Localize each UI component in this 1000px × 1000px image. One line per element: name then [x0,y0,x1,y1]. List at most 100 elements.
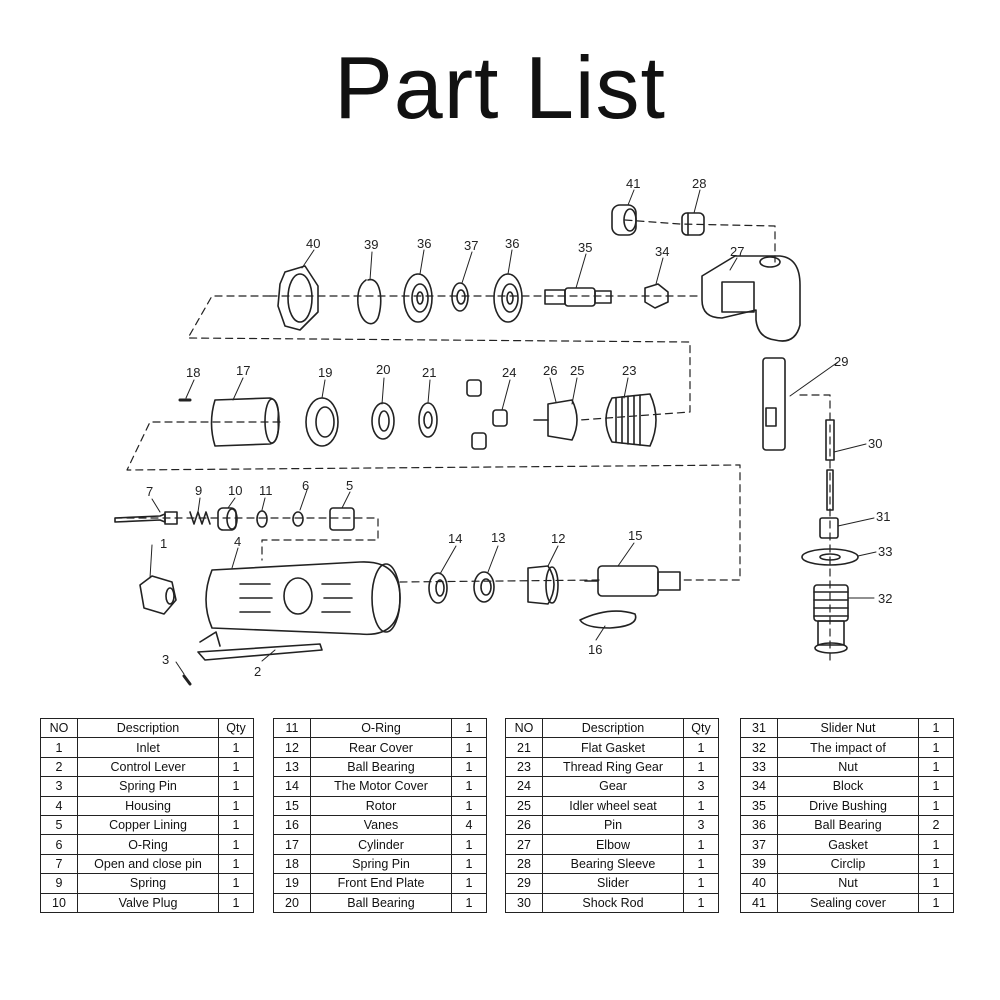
part-no: 31 [740,717,778,739]
motor-cover-14-part [428,572,448,604]
part-description: Ball Bearing [777,814,919,836]
callout-label: 28 [692,176,706,191]
callout-label: 32 [878,591,892,606]
part-qty: 1 [218,834,254,855]
part-no: 15 [273,795,311,816]
callout-label: 3 [162,652,169,667]
part-no: 16 [273,814,311,836]
part-qty: 1 [918,756,954,778]
callout-label: 1 [160,536,167,551]
callout-label: 39 [364,237,378,252]
part-description: Inlet [77,737,219,758]
callout-label: 37 [464,238,478,253]
part-no: 14 [273,776,311,797]
part-no: 33 [740,756,778,778]
callout-label: 26 [543,363,557,378]
part-qty: 1 [218,853,254,875]
part-no: 7 [40,853,78,875]
part-description: Rear Cover [310,737,452,758]
header-qty: Qty [218,717,254,739]
bearing-sleeve-28-part [681,212,705,236]
idler-wheel-seat-25-part [533,399,578,441]
part-description: Thread Ring Gear [542,756,684,778]
callout-label: 15 [628,528,642,543]
front-end-plate-19-part [305,397,339,447]
vanes-16-part [579,610,637,629]
part-no: 11 [273,717,311,739]
part-description: Pin [542,814,684,836]
callout-label: 33 [878,544,892,559]
inlet-1-part [139,575,177,615]
part-description: Gasket [777,834,919,855]
part-description: Idler wheel seat [542,795,684,816]
block-34-part [644,283,669,309]
part-description: Sealing cover [777,892,919,913]
copper-lining-5-part [329,507,355,531]
spring-pin-3-part [182,674,192,686]
part-qty: 4 [451,814,487,836]
part-no: 23 [505,756,543,778]
part-qty: 1 [683,873,719,894]
part-qty: 1 [218,892,254,913]
callout-label: 23 [622,363,636,378]
part-qty: 1 [683,737,719,758]
part-qty: 1 [918,853,954,875]
part-no: 27 [505,834,543,855]
part-qty: 1 [683,795,719,816]
part-description: Shock Rod [542,892,684,913]
part-qty: 1 [918,795,954,816]
callout-label: 34 [655,244,669,259]
part-qty: 1 [683,756,719,778]
part-description: Spring Pin [310,853,452,875]
exploded-view-diagram: 1 2 3 4 6 7 9 10 11 5 12 13 14 15 16 17 … [114,176,892,686]
part-no: 6 [40,834,78,855]
callout-label: 16 [588,642,602,657]
part-description: Gear [542,776,684,797]
o-ring-11-part [256,510,268,528]
part-no: 26 [505,814,543,836]
header-no: NO [40,717,78,739]
part-description: Housing [77,795,219,816]
part-description: The impact of [777,737,919,758]
part-no: 4 [40,795,78,816]
callout-label: 4 [234,534,241,549]
thread-ring-gear-23-part [605,393,657,447]
part-no: 19 [273,873,311,894]
part-description: Elbow [542,834,684,855]
flat-gasket-21-part [418,402,438,438]
part-no: 34 [740,776,778,797]
part-qty: 1 [218,776,254,797]
part-qty: 1 [451,892,487,913]
part-no: 39 [740,853,778,875]
part-description: Copper Lining [77,814,219,836]
part-no: 29 [505,873,543,894]
part-no: 3 [40,776,78,797]
part-description: Valve Plug [77,892,219,913]
housing-4-part [205,561,401,636]
callout-label: 20 [376,362,390,377]
part-qty: 1 [451,834,487,855]
callout-label: 2 [254,664,261,679]
part-qty: 2 [918,814,954,836]
part-no: 41 [740,892,778,913]
part-description: Slider [542,873,684,894]
